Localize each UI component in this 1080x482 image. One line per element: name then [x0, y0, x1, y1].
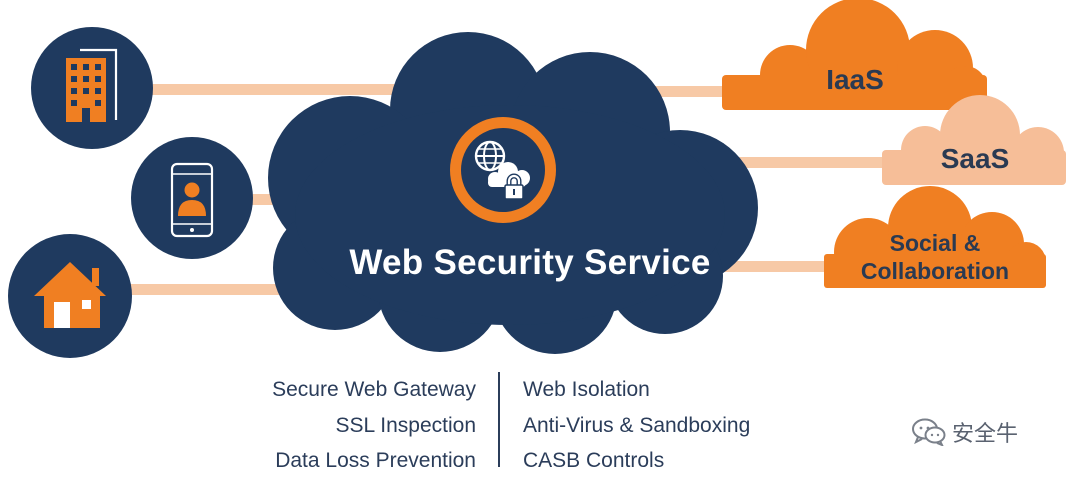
- watermark-text: 安全牛: [952, 422, 1019, 447]
- service-title: Web Security Service: [349, 243, 711, 282]
- wechat-icon: [912, 418, 946, 446]
- feature-data-loss-prevention: Data Loss Prevention: [275, 449, 476, 472]
- social-collaboration-cloud: [824, 186, 1046, 288]
- connector-social: [720, 261, 850, 272]
- features-divider: [498, 372, 500, 467]
- feature-web-isolation: Web Isolation: [523, 378, 650, 401]
- home-endpoint: [8, 234, 132, 358]
- social-label-line2: Collaboration: [860, 258, 1010, 284]
- mobile-endpoint: [131, 137, 253, 259]
- social-label-line1: Social &: [889, 230, 981, 256]
- web-security-cloud: [268, 32, 758, 354]
- features-left-list: Secure Web Gateway SSL Inspection Data L…: [272, 372, 476, 479]
- features-right-list: Web Isolation Anti-Virus & Sandboxing CA…: [523, 372, 750, 479]
- watermark: 安全牛: [912, 416, 1018, 448]
- feature-casb-controls: CASB Controls: [523, 449, 665, 472]
- house-icon: [34, 262, 106, 328]
- connector-office: [150, 84, 450, 95]
- connector-iaas: [610, 86, 750, 97]
- saas-label: SaaS: [940, 143, 1010, 174]
- globe-cloud-lock-icon: [450, 117, 556, 223]
- connector-home: [130, 284, 360, 295]
- office-endpoint: [31, 27, 153, 149]
- saas-cloud: [882, 95, 1066, 185]
- connector-saas: [700, 157, 910, 168]
- iaas-label: IaaS: [826, 64, 884, 95]
- mobile-user-icon: [170, 162, 214, 238]
- office-building-icon: [66, 48, 118, 122]
- feature-ssl-inspection: SSL Inspection: [335, 413, 476, 437]
- feature-anti-virus-sandboxing: Anti-Virus & Sandboxing: [523, 413, 751, 437]
- feature-secure-web-gateway: Secure Web Gateway: [272, 378, 476, 401]
